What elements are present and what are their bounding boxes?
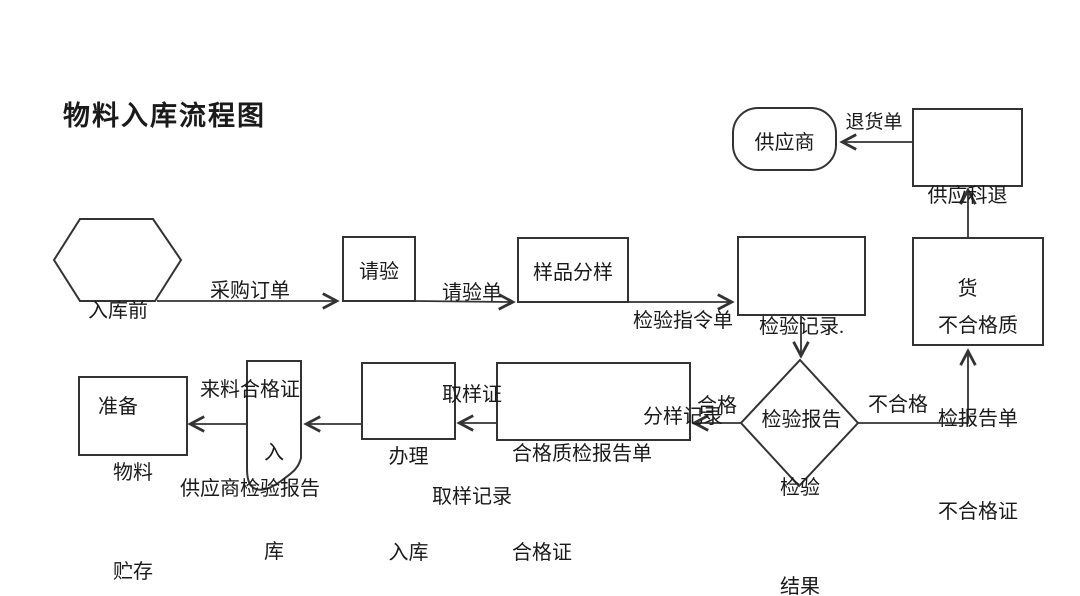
supply-dept-return-box bbox=[912, 108, 1023, 187]
pass-docs-box bbox=[496, 362, 691, 441]
reject-docs-box bbox=[912, 237, 1044, 346]
receipt-document bbox=[246, 360, 302, 491]
handle-storage-box bbox=[361, 362, 456, 440]
storage-box bbox=[78, 376, 188, 456]
receipt-label: 入 库 单 bbox=[264, 442, 284, 563]
edge-label-prep-to-request: 采购订单 来料合格证 供应商检验报告 bbox=[180, 280, 320, 500]
edge-label-return-slip: 退货单 bbox=[845, 112, 903, 133]
arrow-decision-to-rejectdocs bbox=[858, 352, 968, 424]
decision-label: 检验 结果 bbox=[780, 477, 820, 596]
request-inspection-label: 请验 bbox=[359, 261, 399, 283]
sample-split-label: 样品分样 bbox=[533, 262, 613, 284]
edge-label-pass: 合格 bbox=[697, 395, 737, 417]
arrow-request-to-sample bbox=[414, 301, 512, 302]
edge-label-fail: 不合格 bbox=[868, 394, 928, 416]
edge-label-request-to-sample: 请验单 取样证 取样记录 bbox=[432, 282, 512, 508]
pass-docs-label: 合格质检报告单 合格证 bbox=[512, 443, 652, 564]
request-inspection-box bbox=[342, 236, 416, 302]
sample-split-box bbox=[517, 237, 629, 303]
supplier-label: 供应商 bbox=[754, 132, 815, 154]
prep-label: 入库前 准备 bbox=[88, 300, 148, 418]
reject-docs-label: 不合格质 检报告单 不合格证 bbox=[938, 315, 1018, 523]
page-title: 物料入库流程图 bbox=[63, 101, 266, 131]
edge-label-sample-to-record: 检验指令单 分样记录 bbox=[633, 310, 733, 428]
decision-diamond bbox=[739, 358, 860, 488]
handle-storage-label: 办理 入库 bbox=[388, 446, 429, 564]
supply-dept-return-label: 供应科退 货 bbox=[927, 185, 1008, 300]
prep-hexagon bbox=[52, 218, 183, 302]
inspection-record-label: 检验记录. 检验报告 bbox=[759, 316, 844, 431]
storage-label: 物料 贮存 bbox=[113, 462, 153, 583]
supplier-terminator bbox=[732, 107, 837, 171]
